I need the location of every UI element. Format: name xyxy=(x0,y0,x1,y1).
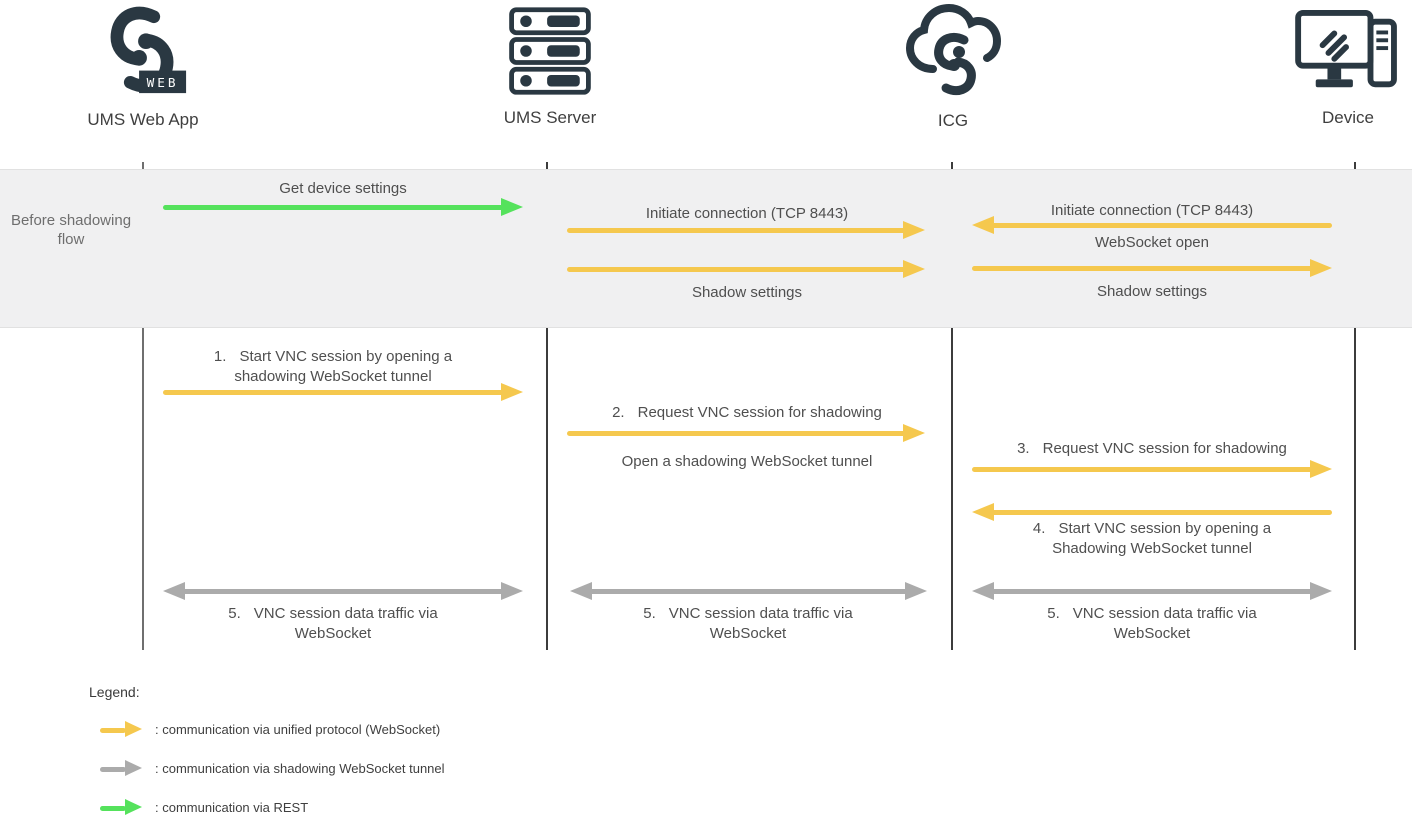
actor-label-device: Device xyxy=(1322,108,1374,127)
yellow-arrow-icon xyxy=(100,721,142,739)
arrow-shaft xyxy=(163,204,507,210)
arrow-step-2 xyxy=(567,424,925,442)
label-step-1: 1. Start VNC session by opening a shadowi… xyxy=(183,347,483,387)
arrow-head-icon xyxy=(501,198,523,216)
step-number: 4. xyxy=(1032,520,1046,537)
arrow-shaft xyxy=(988,588,1316,594)
step-number: 3. xyxy=(1017,440,1030,457)
arrow-head-icon xyxy=(570,582,592,600)
arrow-head-icon xyxy=(1310,582,1332,600)
arrow-shaft xyxy=(972,265,1316,271)
web-badge-label: WEB xyxy=(147,75,179,90)
arrow-head-icon xyxy=(972,216,994,234)
actor-label-ums-web-app: UMS Web App xyxy=(87,110,199,129)
arrow-shaft xyxy=(988,509,1332,515)
step-number: 5. xyxy=(228,605,241,622)
actor-ums-server: UMS Server xyxy=(440,6,660,128)
arrow-step-3 xyxy=(972,460,1332,478)
arrow-shadow-settings-icg-device xyxy=(972,259,1332,277)
arrow-head-icon xyxy=(903,424,925,442)
server-stack-icon xyxy=(509,7,591,95)
lifeline-ums-web-app xyxy=(142,162,144,650)
device-monitor-icon xyxy=(1295,9,1397,88)
label-shadow-settings-icg-device: Shadow settings xyxy=(1096,283,1208,300)
step-number: 1. xyxy=(213,348,227,365)
arrow-head-icon xyxy=(163,582,185,600)
legend-item-shadowing-tunnel: : communication via shadowing WebSocket … xyxy=(155,761,445,776)
label-step-5-icg-device: 5. VNC session data traffic via WebSocket xyxy=(1012,604,1292,644)
lifeline-ums-server xyxy=(546,162,548,650)
label-step-2: 2. Request VNC session for shadowing xyxy=(567,403,927,423)
label-step-5-server-icg: 5. VNC session data traffic via WebSocket xyxy=(608,604,888,644)
arrow-head-icon xyxy=(501,383,523,401)
gray-arrow-icon xyxy=(100,760,142,778)
legend-item-rest: : communication via REST xyxy=(155,800,309,815)
arrow-shaft xyxy=(163,389,507,395)
arrow-step-1 xyxy=(163,383,523,401)
arrow-shaft xyxy=(100,766,126,772)
label-shadow-settings-ums-icg: Shadow settings xyxy=(691,284,803,301)
step-text: Start VNC session by opening a Shadowing… xyxy=(1052,520,1272,557)
ums-web-logo-icon: WEB xyxy=(110,6,187,94)
arrow-head-icon xyxy=(905,582,927,600)
arrow-shaft xyxy=(567,430,909,436)
arrow-shadow-settings-ums-icg xyxy=(567,260,925,278)
arrow-shaft xyxy=(988,222,1332,228)
lifeline-icg xyxy=(951,162,953,650)
arrow-shaft xyxy=(567,266,909,272)
legend-title: Legend: xyxy=(89,684,140,700)
step-number: 2. xyxy=(612,404,625,421)
green-arrow-icon xyxy=(100,799,142,817)
arrow-step-5-webapp-server xyxy=(163,582,523,600)
phase-label: Before shadowing flow xyxy=(10,212,132,248)
step-text: Request VNC session for shadowing xyxy=(637,404,882,421)
arrow-initiate-connection-device-icg xyxy=(972,216,1332,234)
label-step-3: 3. Request VNC session for shadowing xyxy=(972,439,1332,459)
arrow-head-icon xyxy=(972,503,994,521)
actor-icg: ICG xyxy=(843,4,1063,131)
lifeline-device xyxy=(1354,162,1356,650)
arrow-head-icon xyxy=(1310,460,1332,478)
label-step-4: 4. Start VNC session by opening a Shadowi… xyxy=(1002,519,1302,559)
step-number: 5. xyxy=(1047,605,1060,622)
label-websocket-open: WebSocket open xyxy=(1095,234,1209,251)
arrow-head-icon xyxy=(501,582,523,600)
step-text: VNC session data traffic via WebSocket xyxy=(668,605,853,642)
arrow-head-icon xyxy=(125,721,142,737)
arrow-head-icon xyxy=(125,799,142,815)
step-text: VNC session data traffic via WebSocket xyxy=(253,605,438,642)
arrow-step-5-icg-device xyxy=(972,582,1332,600)
arrow-initiate-connection-ums-icg xyxy=(567,221,925,239)
label-open-shadowing-tunnel: Open a shadowing WebSocket tunnel xyxy=(621,453,873,470)
label-initiate-connection-ums-icg: Initiate connection (TCP 8443) xyxy=(645,205,849,222)
arrow-step-5-server-icg xyxy=(570,582,927,600)
arrow-shaft xyxy=(972,466,1316,472)
legend-item-unified-protocol: : communication via unified protocol (We… xyxy=(155,722,441,737)
arrow-head-icon xyxy=(1310,259,1332,277)
arrow-step-4 xyxy=(972,503,1332,521)
arrow-shaft xyxy=(586,588,911,594)
step-text: Request VNC session for shadowing xyxy=(1042,440,1287,457)
arrow-head-icon xyxy=(125,760,142,776)
arrow-head-icon xyxy=(972,582,994,600)
label-step-5-webapp-server: 5. VNC session data traffic via WebSocket xyxy=(193,604,473,644)
step-number: 5. xyxy=(643,605,656,622)
arrow-shaft xyxy=(100,727,126,733)
arrow-shaft xyxy=(567,227,909,233)
cloud-link-icon xyxy=(905,4,1002,96)
label-get-device-settings: Get device settings xyxy=(279,180,407,197)
phase-band xyxy=(0,169,1412,328)
arrow-get-device-settings xyxy=(163,198,523,216)
actor-label-icg: ICG xyxy=(937,111,969,130)
step-text: VNC session data traffic via WebSocket xyxy=(1072,605,1257,642)
label-initiate-connection-device-icg: Initiate connection (TCP 8443) xyxy=(1050,202,1254,219)
actor-ums-web-app: WEB UMS Web App xyxy=(33,4,253,130)
arrow-shaft xyxy=(100,805,126,811)
step-text: Start VNC session by opening a shadowing… xyxy=(234,348,453,385)
arrow-head-icon xyxy=(903,221,925,239)
arrow-head-icon xyxy=(903,260,925,278)
actor-device: Device xyxy=(1248,8,1412,128)
actor-label-ums-server: UMS Server xyxy=(503,108,597,127)
arrow-shaft xyxy=(179,588,507,594)
